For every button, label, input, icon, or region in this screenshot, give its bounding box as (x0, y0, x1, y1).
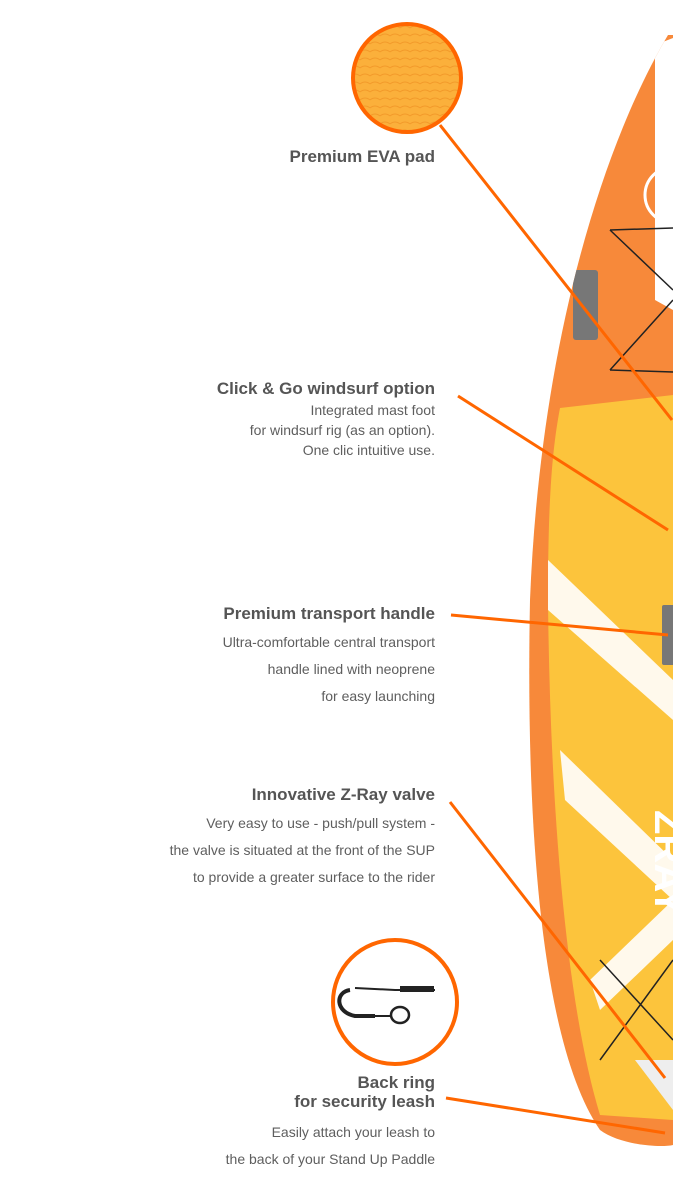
eva-pad-detail-circle (351, 22, 463, 134)
feature-desc-line: One clic intuitive use. (302, 442, 435, 458)
windsurf-pointer-line (457, 394, 669, 532)
valve-pointer-line (448, 801, 667, 1079)
feature-windsurf-option: Click & Go windsurf option Integrated ma… (217, 379, 435, 460)
feature-desc-line: Very easy to use - push/pull system - (206, 815, 435, 831)
feature-title: Back ring (357, 1073, 435, 1092)
handle-pointer-line (450, 613, 669, 637)
feature-desc-line: the valve is situated at the front of th… (169, 842, 435, 858)
feature-back-ring: Back ring for security leash Easily atta… (226, 1073, 435, 1173)
feature-desc-line: for windsurf rig (as an option). (249, 422, 435, 438)
feature-eva-pad: Premium EVA pad (290, 147, 435, 166)
feature-transport-handle: Premium transport handle Ultra-comfortab… (223, 604, 435, 710)
leash-detail-circle (331, 938, 459, 1066)
feature-desc-line: the back of your Stand Up Paddle (225, 1151, 435, 1167)
back-ring-pointer-line (445, 1096, 666, 1135)
feature-desc-line: for easy launching (321, 688, 435, 704)
feature-desc-line: Ultra-comfortable central transport (222, 634, 435, 650)
feature-desc-line: Easily attach your leash to (271, 1124, 435, 1140)
feature-title: Innovative Z-Ray valve (251, 785, 435, 804)
feature-title: for security leash (294, 1092, 435, 1111)
feature-title: Premium transport handle (223, 604, 435, 623)
feature-title: Click & Go windsurf option (216, 379, 435, 398)
board-brand-text: ZRAY (646, 810, 673, 916)
feature-zray-valve: Innovative Z-Ray valve Very easy to use … (170, 785, 435, 891)
feature-desc-line: handle lined with neoprene (267, 661, 435, 677)
feature-desc-line: to provide a greater surface to the ride… (192, 869, 435, 885)
eva-pad-pointer-line (438, 124, 673, 421)
feature-title: Premium EVA pad (289, 147, 435, 166)
feature-desc-line: Integrated mast foot (310, 402, 435, 418)
sup-board: ZRAY (529, 35, 673, 1147)
